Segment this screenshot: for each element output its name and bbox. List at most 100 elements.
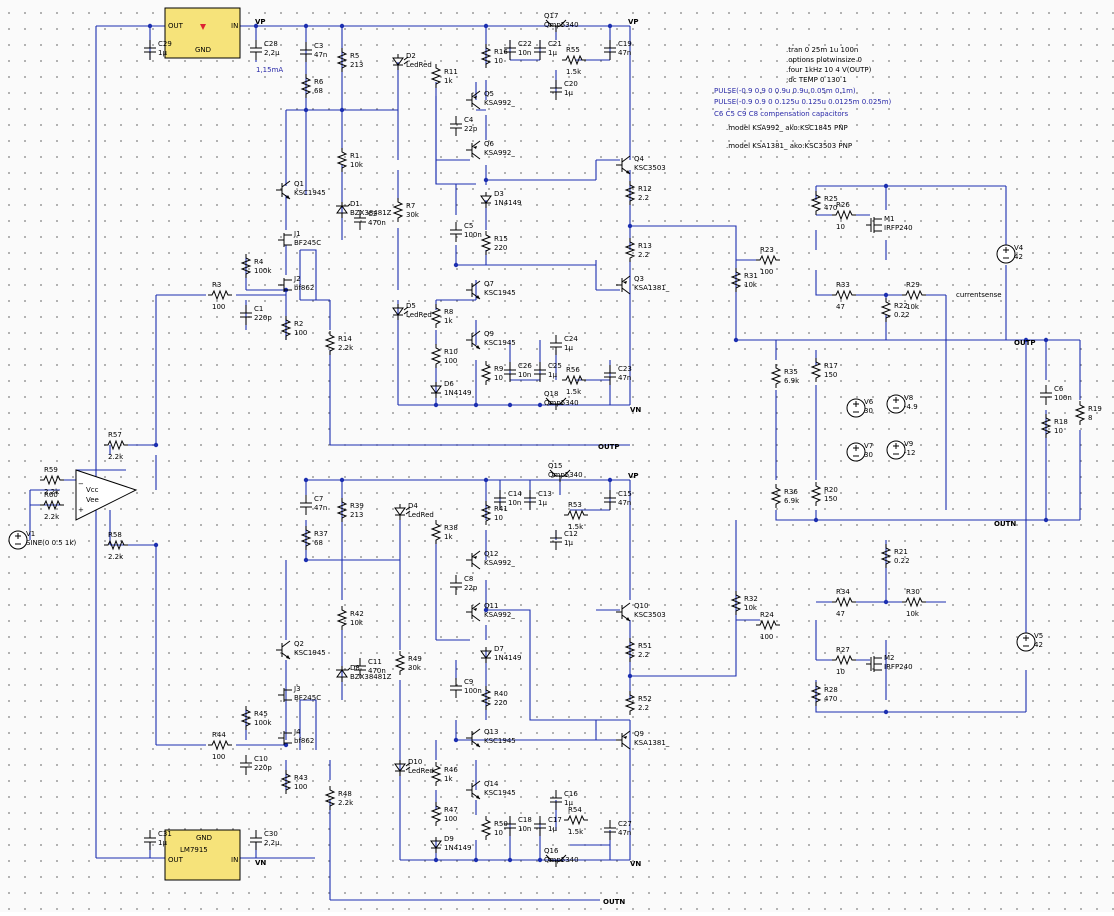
component-ref: V7 xyxy=(864,442,873,450)
component-ref: M2 xyxy=(884,654,895,662)
component-ref: R3 xyxy=(212,281,221,289)
component-value: 47n xyxy=(618,829,631,837)
spice-directives: .tran 0 25m 1u 100n.options plotwinsize … xyxy=(714,46,892,150)
component-ref: J3 xyxy=(293,685,301,693)
svg-text:OUTP: OUTP xyxy=(1014,339,1036,347)
component-value: 1k xyxy=(444,775,453,783)
component-ref: D8 xyxy=(350,664,360,672)
component-value: 100 xyxy=(760,633,773,641)
component-value: 47 xyxy=(836,610,845,618)
component-ref: R19 xyxy=(1088,405,1102,413)
component-value: 1µ xyxy=(564,799,573,807)
component-ref: R9 xyxy=(494,365,503,373)
component-ref: R30 xyxy=(906,588,920,596)
component-value: 10n xyxy=(508,499,521,507)
component-value: 1N4149 xyxy=(494,654,522,662)
component-value: 220p xyxy=(254,764,272,772)
component-value: LedRed xyxy=(406,61,432,69)
component-ref: D9 xyxy=(444,835,454,843)
component-value: KSA992_ xyxy=(484,99,515,107)
component-value: KSC1945 xyxy=(484,339,516,347)
component-value: 1µ xyxy=(564,344,573,352)
component-value: 6.9k xyxy=(784,377,800,385)
component-ref: Q2 xyxy=(294,640,304,648)
component-value: 470n xyxy=(368,667,386,675)
component-value: bf862 xyxy=(294,284,314,292)
component-value: 2.2k xyxy=(338,344,354,352)
component-ref: R12 xyxy=(638,185,652,193)
component-ref: C31 xyxy=(158,830,172,838)
component-value: 10k xyxy=(744,281,758,289)
component-ref: R35 xyxy=(784,368,798,376)
component-ref: R39 xyxy=(350,502,364,510)
component-value: 2.2k xyxy=(44,488,60,496)
component-value: KSC1945 xyxy=(294,189,326,197)
component-ref: R45 xyxy=(254,710,268,718)
component-value: 47 xyxy=(836,303,845,311)
component-value: BZX38481Z xyxy=(350,209,392,217)
component-ref: R57 xyxy=(108,431,122,439)
component-v9: V9-12 xyxy=(886,440,915,460)
component-ref: D3 xyxy=(494,190,504,198)
component-ref: V6 xyxy=(864,398,874,406)
component-ref: R2 xyxy=(294,320,303,328)
component-v8: V8-4.9 xyxy=(886,394,918,414)
component-ref: V4 xyxy=(1014,244,1024,252)
component-ref: R5 xyxy=(350,52,359,60)
component-value: 1.5k xyxy=(568,523,584,531)
component-value: 1µ xyxy=(548,371,557,379)
component-ref: C13 xyxy=(538,490,552,498)
component-value: 10k xyxy=(906,610,920,618)
component-value: 213 xyxy=(350,61,363,69)
component-value: 1N4149 xyxy=(494,199,522,207)
component-ref: Q11 xyxy=(484,602,498,610)
component-ref: C7 xyxy=(314,495,323,503)
component-ref: D4 xyxy=(408,502,418,510)
component-value: 30k xyxy=(406,211,420,219)
component-value: KSC1945 xyxy=(484,289,516,297)
component-ref: D7 xyxy=(494,645,504,653)
component-value: 10 xyxy=(836,223,845,231)
svg-text:+: + xyxy=(78,506,84,514)
component-value: LedRed xyxy=(408,511,434,519)
component-ref: R55 xyxy=(566,46,580,54)
